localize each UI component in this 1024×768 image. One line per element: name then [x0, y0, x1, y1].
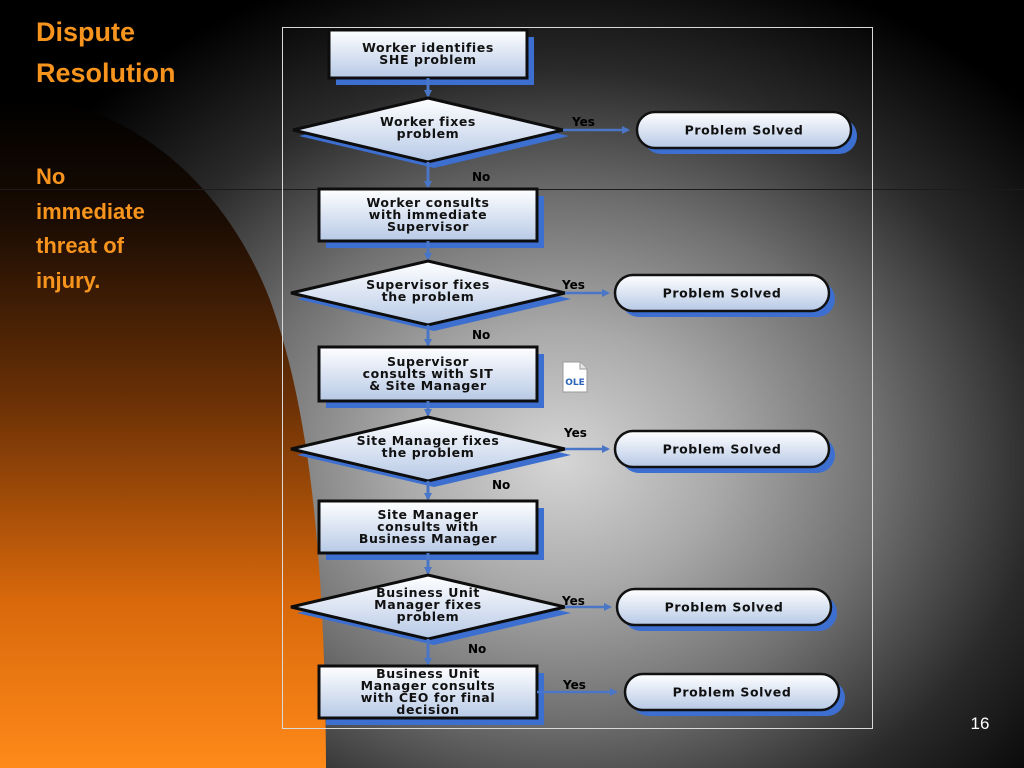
decision-diamond-d2-line: the problem [382, 289, 475, 304]
problem-solved-d2 [613, 273, 831, 313]
problem-solved-d1 [635, 110, 853, 150]
ole-label: OLE [565, 378, 585, 388]
decision-diamond-d4-line: Manager fixes [374, 597, 482, 612]
process-box-s2-line: Worker consults [366, 195, 489, 210]
problem-solved-d1-label: Problem Solved [685, 123, 804, 138]
no-label-d2: No [472, 328, 490, 342]
decision-diamond-d1-line: Worker fixes [380, 114, 476, 129]
problem-solved-d2-label: Problem Solved [663, 286, 782, 301]
yes-label-d3: Yes [563, 426, 587, 440]
decision-diamond-d3-line: the problem [382, 445, 475, 460]
process-box-s5-line: Manager consults [361, 678, 496, 693]
yes-label-d2: Yes [561, 278, 585, 292]
no-label-d3: No [492, 478, 510, 492]
decision-diamond-d3-line: Site Manager fixes [357, 433, 500, 448]
process-box-s1-line: Worker identifies [362, 40, 494, 55]
problem-solved-d4-label: Problem Solved [665, 600, 784, 615]
slide-subtitle: No immediate threat of injury. [36, 164, 145, 293]
process-box-s5-line: Business Unit [376, 666, 480, 681]
no-label-d4: No [468, 642, 486, 656]
process-box-s3-line: consults with SIT [363, 366, 494, 381]
process-box-s3-line: Supervisor [387, 354, 469, 369]
problem-solved-d3-label: Problem Solved [663, 442, 782, 457]
decision-diamond-d4-line: problem [397, 609, 460, 624]
flowchart-frame [282, 27, 873, 729]
problem-solved-s5 [623, 672, 841, 712]
process-box-s1-line: SHE problem [379, 52, 476, 67]
process-box-s3-line: & Site Manager [369, 378, 487, 393]
process-box-s5-line: with CEO for final [361, 690, 495, 705]
decision-diamond-d2-line: Supervisor fixes [366, 277, 490, 292]
no-label-d1: No [472, 170, 490, 184]
process-box-s2-line: Supervisor [387, 219, 469, 234]
process-box-s5-line: decision [396, 702, 459, 717]
process-box-s2-line: with immediate [369, 207, 487, 222]
slide-title: Dispute Resolution [36, 17, 176, 88]
page-number: 16 [970, 714, 990, 733]
process-box-s2 [317, 187, 539, 243]
process-box-s4-line: consults with [377, 519, 479, 534]
problem-solved-d4 [615, 587, 833, 627]
process-box-s4-line: Site Manager [377, 507, 478, 522]
problem-solved-d3 [613, 429, 831, 469]
decision-diamond-d1-line: problem [397, 126, 460, 141]
ole-object-icon[interactable]: OLE [562, 361, 588, 393]
yes-label-d4: Yes [561, 594, 585, 608]
process-box-s4-line: Business Manager [359, 531, 497, 546]
problem-solved-s5-label: Problem Solved [673, 685, 792, 700]
process-box-s4 [317, 499, 539, 555]
yes-label-s5: Yes [562, 678, 586, 692]
yes-label-d1: Yes [571, 115, 595, 129]
decision-diamond-d4-line: Business Unit [376, 585, 480, 600]
